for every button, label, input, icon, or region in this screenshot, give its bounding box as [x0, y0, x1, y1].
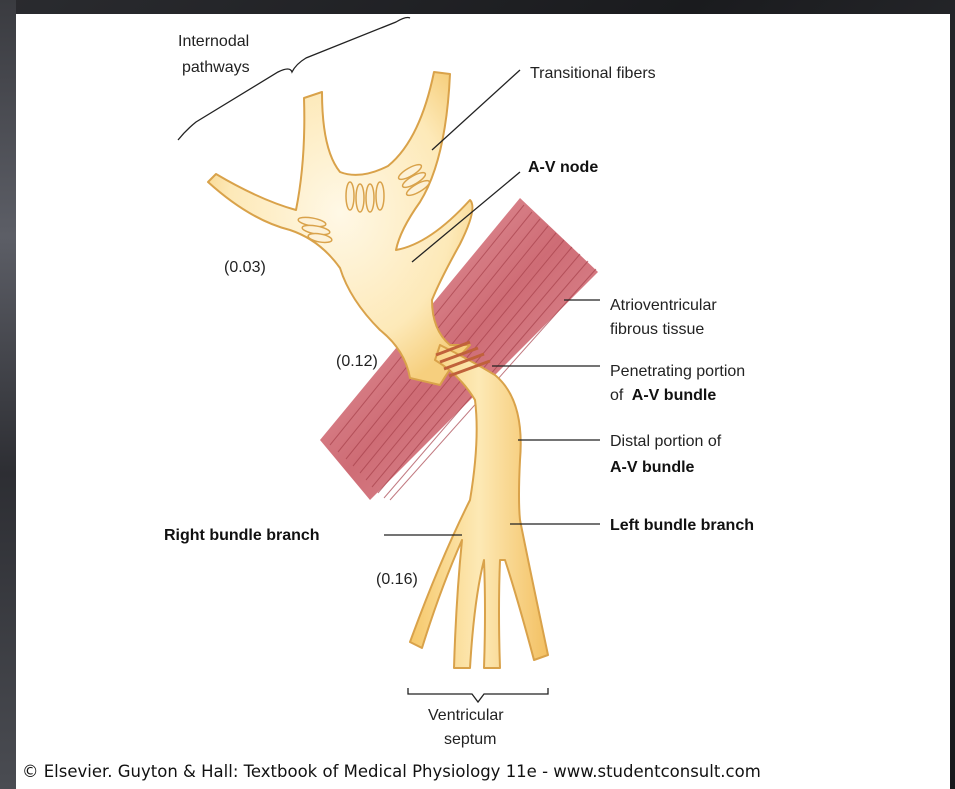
- label-internodal-2: pathways: [182, 59, 250, 76]
- label-distal-1: Distal portion of: [610, 433, 722, 450]
- label-penetrating-2-prefix: of: [610, 387, 628, 404]
- label-delay-012: (0.12): [336, 353, 378, 370]
- ventricular-bracket: [408, 688, 548, 702]
- copyright-credit: © Elsevier. Guyton & Hall: Textbook of M…: [22, 762, 952, 781]
- label-delay-003: (0.03): [224, 259, 266, 276]
- label-penetrating-2: of A-V bundle: [610, 387, 716, 404]
- label-av-fibrous-2: fibrous tissue: [610, 321, 704, 338]
- label-transitional-fibers: Transitional fibers: [530, 65, 656, 82]
- label-av-fibrous-1: Atrioventricular: [610, 297, 717, 314]
- label-distal-2: A-V bundle: [610, 459, 695, 476]
- label-left-bundle-branch: Left bundle branch: [610, 517, 754, 534]
- label-ventricular-2: septum: [444, 731, 496, 748]
- label-penetrating-2-bold: A-V bundle: [632, 387, 717, 404]
- av-node-shape: [208, 72, 472, 385]
- label-ventricular-1: Ventricular: [428, 707, 504, 724]
- label-penetrating-1: Penetrating portion: [610, 363, 745, 380]
- label-av-node: A-V node: [528, 159, 598, 176]
- label-right-bundle-branch: Right bundle branch: [164, 527, 320, 544]
- label-internodal-1: Internodal: [178, 33, 249, 50]
- label-delay-016: (0.16): [376, 571, 418, 588]
